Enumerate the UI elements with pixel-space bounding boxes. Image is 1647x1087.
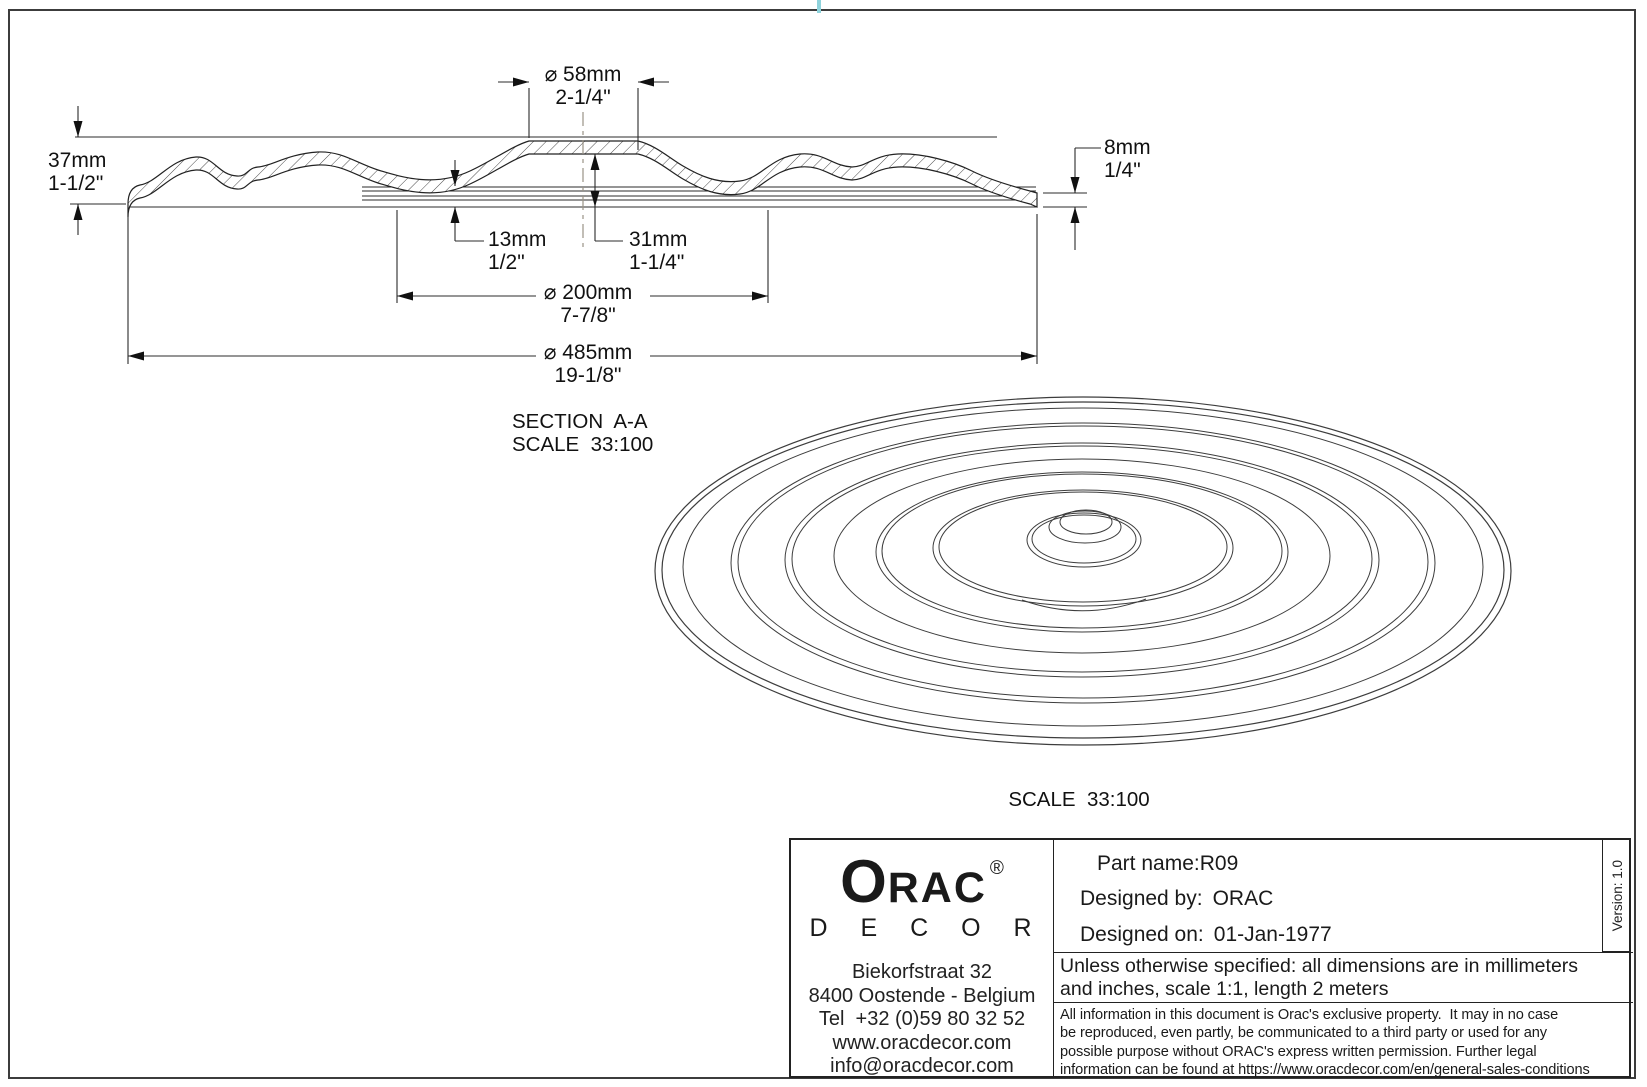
title-block: ORAC® D E C O R Biekorfstraat 32 8400 Oo… <box>789 838 1633 1079</box>
section-scale: SCALE 33:100 <box>512 433 654 456</box>
molding-section-profile <box>127 140 1038 218</box>
dim-31-in: 1-1/4" <box>629 251 685 274</box>
spec-note-text: Unless otherwise specified: all dimensio… <box>1060 955 1579 1000</box>
version-text: Version: 1.0 <box>1609 859 1625 932</box>
dim-13-label: 13mm 1/2" <box>488 228 546 274</box>
dim-485-label: ⌀ 485mm 19-1/8" <box>508 341 668 387</box>
section-title: SECTION A-A <box>512 410 648 433</box>
logo-decor-wordmark: D E C O R <box>809 914 1045 942</box>
title-block-brand-cell: ORAC® D E C O R Biekorfstraat 32 8400 Oo… <box>791 840 1054 1079</box>
dimension-arrowheads <box>73 77 1080 361</box>
dim-485-in: 19-1/8" <box>554 364 622 387</box>
dim-8-label: 8mm 1/4" <box>1104 136 1151 182</box>
dim-200-in: 7-7/8" <box>560 304 616 327</box>
address-website: www.oracdecor.com <box>832 1031 1012 1054</box>
designed-on-value: 01-Jan-1977 <box>1213 923 1332 946</box>
iso-view-caption: SCALE 33:100 <box>979 788 1179 811</box>
company-address: Biekorfstraat 32 8400 Oostende - Belgium… <box>791 961 1053 1079</box>
dim-200-mm: ⌀ 200mm <box>543 281 633 304</box>
spec-note-cell: Unless otherwise specified: all dimensio… <box>1054 952 1633 1003</box>
dim-8-in: 1/4" <box>1104 159 1141 182</box>
part-name-row: Part name:R09 <box>1097 852 1238 876</box>
designed-on-label: Designed on: <box>1080 923 1204 946</box>
address-email: info@oracdecor.com <box>830 1055 1014 1077</box>
part-info-cell: Part name:R09 Designed by: ORAC Designed … <box>1054 840 1602 952</box>
dim-58-in: 2-1/4" <box>555 86 611 109</box>
dim-58-mm: ⌀ 58mm <box>544 63 622 86</box>
section-view-caption: SECTION A-A SCALE 33:100 <box>512 410 653 456</box>
center-registration-mark <box>817 0 821 13</box>
dim-37-label: 37mm 1-1/2" <box>48 149 106 195</box>
dim-485-mm: ⌀ 485mm <box>543 341 633 364</box>
iso-view-drawing <box>654 396 1512 746</box>
designed-by-value: ORAC <box>1212 887 1274 910</box>
dim-8-mm: 8mm <box>1104 136 1151 159</box>
dim-37-mm: 37mm <box>48 149 107 172</box>
designed-on-row: Designed on: 01-Jan-1977 <box>1080 923 1332 947</box>
registered-trademark-symbol: ® <box>989 858 1004 879</box>
orac-decor-logo: ORAC® D E C O R <box>791 852 1053 941</box>
dim-37-in: 1-1/2" <box>48 172 104 195</box>
dim-58-label: ⌀ 58mm 2-1/4" <box>503 63 663 109</box>
address-phone: Tel +32 (0)59 80 32 52 <box>818 1008 1026 1030</box>
legal-note-text: All information in this document is Orac… <box>1060 1007 1590 1078</box>
legal-note-cell: All information in this document is Orac… <box>1054 1003 1633 1078</box>
part-name-value: R09 <box>1199 852 1239 875</box>
logo-letters-rac: RAC <box>887 864 987 912</box>
designed-by-label: Designed by: <box>1080 887 1203 910</box>
address-street: Biekorfstraat 32 <box>851 961 993 983</box>
part-name-label: Part name: <box>1097 852 1200 875</box>
logo-letter-o: O <box>840 848 888 915</box>
dim-13-mm: 13mm <box>488 228 547 251</box>
sheet-border <box>8 9 1636 1079</box>
dim-13-in: 1/2" <box>488 251 525 274</box>
dim-31-mm: 31mm <box>629 228 688 251</box>
iso-scale: SCALE 33:100 <box>1008 788 1150 811</box>
version-cell: Version: 1.0 <box>1602 840 1631 952</box>
dim-200-label: ⌀ 200mm 7-7/8" <box>508 281 668 327</box>
designed-by-row: Designed by: ORAC <box>1080 887 1273 911</box>
dim-31-label: 31mm 1-1/4" <box>629 228 687 274</box>
address-city: 8400 Oostende - Belgium <box>808 984 1036 1007</box>
section-view-drawing <box>70 112 1038 252</box>
